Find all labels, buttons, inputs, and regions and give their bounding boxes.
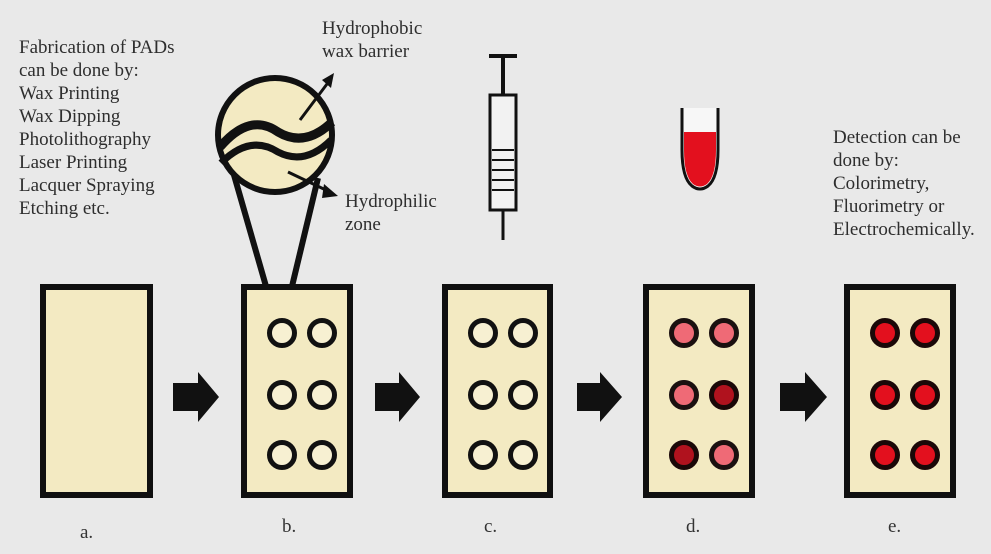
well — [267, 380, 297, 410]
text-line: zone — [345, 214, 381, 235]
well — [910, 380, 940, 410]
well — [870, 318, 900, 348]
well — [468, 380, 498, 410]
text-line: Wax Printing — [19, 83, 120, 104]
detection-methods-text: Detection can be done by: Colorimetry, F… — [833, 126, 975, 241]
text-line: Photolithography — [19, 129, 151, 150]
text-line: Electrochemically. — [833, 219, 975, 240]
wax-layer-top — [216, 118, 336, 151]
zone-pointer-arrowhead — [322, 184, 338, 198]
panel-label-c: c. — [484, 516, 498, 537]
well — [307, 380, 337, 410]
barrier-pointer-arrowhead — [322, 73, 334, 88]
paper-panel-c — [442, 284, 553, 498]
text-line: Etching etc. — [19, 198, 110, 219]
well — [267, 440, 297, 470]
process-arrow-3 — [577, 372, 622, 422]
panel-label-d: d. — [686, 516, 701, 537]
text-line: Hydrophobic — [322, 18, 423, 39]
well — [870, 440, 900, 470]
well — [669, 318, 699, 348]
paper-panel-d — [643, 284, 755, 498]
text-line: Fabrication of PADs — [19, 37, 175, 58]
paper-panel-b — [241, 284, 353, 498]
well — [669, 380, 699, 410]
syringe-icon — [488, 54, 518, 240]
well — [307, 318, 337, 348]
barrier-pointer-line — [298, 79, 332, 121]
well — [508, 380, 538, 410]
well — [910, 440, 940, 470]
text-line: wax barrier — [322, 41, 410, 62]
text-line: Lacquer Spraying — [19, 175, 155, 196]
panel-label-a: a. — [80, 522, 94, 543]
paper-panel-e — [844, 284, 956, 498]
text-line: Laser Printing — [19, 152, 128, 173]
well — [307, 440, 337, 470]
zone-pointer-line — [287, 170, 331, 194]
wax-layer-bottom — [218, 137, 334, 166]
process-arrow-4 — [780, 372, 827, 422]
text-line: done by: — [833, 150, 899, 171]
fabrication-methods-text: Fabrication of PADs can be done by: Wax … — [19, 36, 175, 220]
panel-label-b: b. — [282, 516, 297, 537]
process-arrow-2 — [375, 372, 420, 422]
well — [870, 380, 900, 410]
text-line: can be done by: — [19, 60, 139, 81]
sample-tube-icon — [680, 108, 720, 191]
wax-barrier-callout: Hydrophobic wax barrier — [322, 17, 422, 63]
well — [468, 440, 498, 470]
text-line: Hydrophilic — [345, 191, 437, 212]
well — [267, 318, 297, 348]
well — [910, 318, 940, 348]
well — [709, 380, 739, 410]
text-line: Colorimetry, — [833, 173, 930, 194]
well — [468, 318, 498, 348]
well — [508, 318, 538, 348]
well — [709, 318, 739, 348]
hydrophilic-zone-callout: Hydrophilic zone — [345, 190, 437, 236]
process-arrow-1 — [173, 372, 219, 422]
text-line: Wax Dipping — [19, 106, 121, 127]
well — [669, 440, 699, 470]
well — [709, 440, 739, 470]
text-line: Fluorimetry or — [833, 196, 945, 217]
text-line: Detection can be — [833, 127, 961, 148]
well — [508, 440, 538, 470]
paper-panel-a — [40, 284, 153, 498]
panel-label-e: e. — [888, 516, 902, 537]
